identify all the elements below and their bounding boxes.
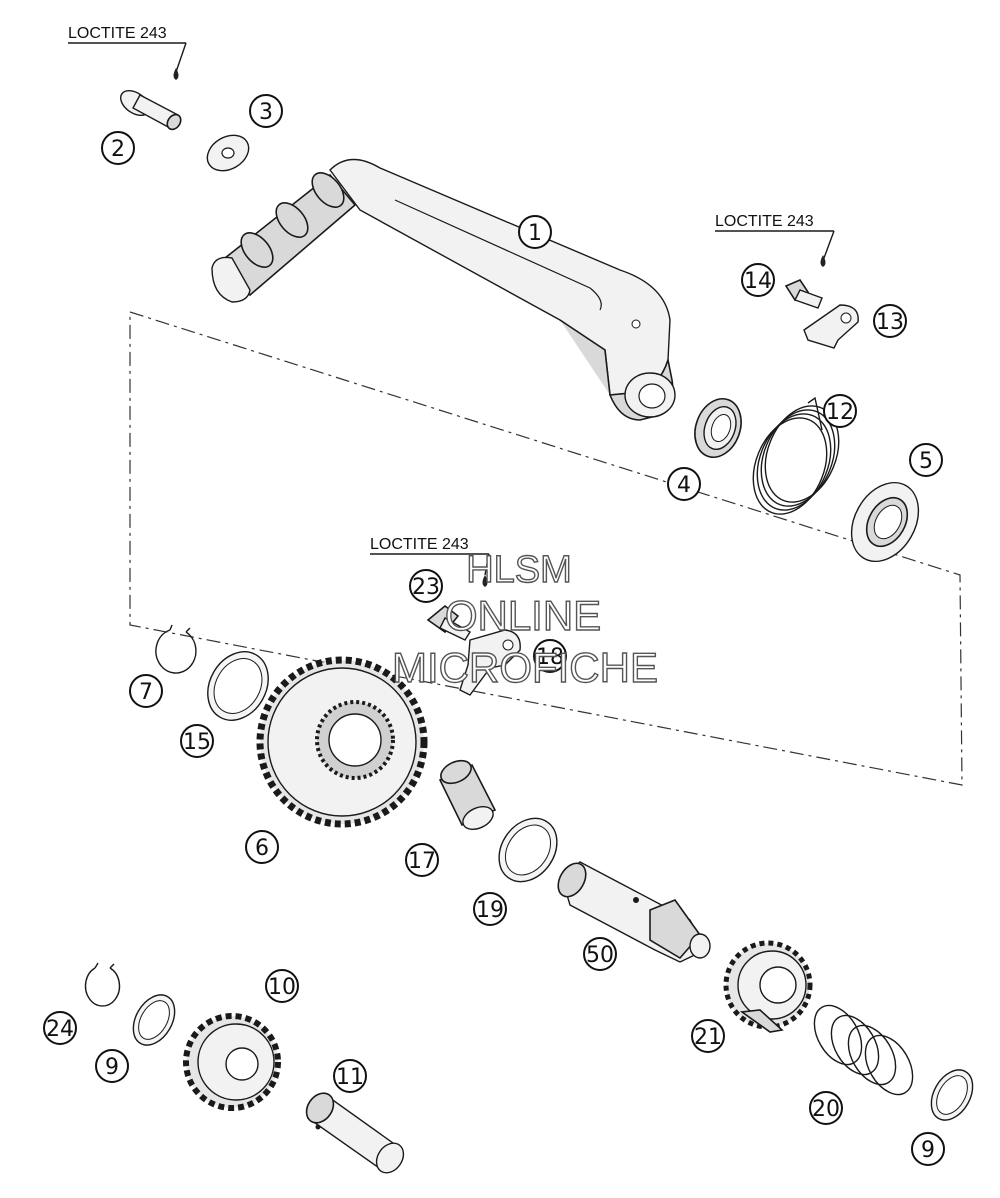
part-10-idler-gear xyxy=(183,1013,281,1111)
callout-9-right: 9 xyxy=(911,1132,945,1166)
svg-text:MICROFICHE: MICROFICHE xyxy=(392,644,658,691)
svg-text:13: 13 xyxy=(876,310,904,335)
part-4-seal xyxy=(694,398,742,458)
callout-24: 24 xyxy=(43,1011,77,1045)
svg-text:6: 6 xyxy=(255,836,269,861)
svg-text:24: 24 xyxy=(46,1017,74,1042)
part-19-shim xyxy=(498,817,558,883)
svg-text:HLSM: HLSM xyxy=(466,549,572,591)
part-11-shaft xyxy=(305,1092,405,1174)
svg-text:5: 5 xyxy=(919,449,933,474)
part-13-bracket xyxy=(803,304,859,349)
svg-text:3: 3 xyxy=(259,100,273,125)
callout-50: 50 xyxy=(583,937,617,971)
callout-17: 17 xyxy=(405,843,439,877)
part-2-pin xyxy=(119,89,182,131)
svg-text:2: 2 xyxy=(111,137,125,162)
svg-text:19: 19 xyxy=(476,898,504,923)
svg-text:LOCTITE 243: LOCTITE 243 xyxy=(68,25,167,42)
drop-icon xyxy=(173,68,179,80)
callout-12: 12 xyxy=(823,394,857,428)
callout-7: 7 xyxy=(129,674,163,708)
watermark: HLSM ONLINE MICROFICHE xyxy=(391,548,658,691)
svg-text:11: 11 xyxy=(336,1065,364,1090)
callout-15: 15 xyxy=(180,724,214,758)
callout-11: 11 xyxy=(333,1059,367,1093)
callout-1: 1 xyxy=(518,215,552,249)
drop-icon xyxy=(820,255,826,267)
callout-9-left: 9 xyxy=(95,1049,129,1083)
svg-text:17: 17 xyxy=(408,849,436,874)
svg-text:50: 50 xyxy=(586,943,614,968)
part-14-bolt xyxy=(784,279,823,309)
part-12-spring xyxy=(752,396,840,515)
part-6-kick-gear xyxy=(256,656,428,828)
part-9-shim-right xyxy=(930,1069,974,1121)
callout-23: 23 xyxy=(409,569,443,603)
part-50-kick-shaft xyxy=(557,861,711,963)
callout-19: 19 xyxy=(473,892,507,926)
part-23-bolt xyxy=(426,604,471,641)
callout-18: 18 xyxy=(533,639,567,673)
part-7-circlip xyxy=(155,624,197,674)
callout-21: 21 xyxy=(691,1019,725,1053)
svg-text:10: 10 xyxy=(268,975,296,1000)
callout-14: 14 xyxy=(741,263,775,297)
part-9-shim-left xyxy=(132,994,176,1046)
drop-icon xyxy=(482,575,488,587)
loctite-note-right: LOCTITE 243 xyxy=(715,213,835,267)
callout-10: 10 xyxy=(265,969,299,1003)
svg-text:7: 7 xyxy=(139,680,153,705)
svg-text:15: 15 xyxy=(183,730,211,755)
svg-text:18: 18 xyxy=(536,645,564,670)
svg-text:20: 20 xyxy=(812,1097,840,1122)
callout-5: 5 xyxy=(909,443,943,477)
callout-3: 3 xyxy=(249,94,283,128)
part-18-ratchet xyxy=(459,629,521,696)
part-1-kick-lever xyxy=(211,158,676,421)
svg-text:14: 14 xyxy=(744,269,772,294)
callout-6: 6 xyxy=(245,830,279,864)
loctite-note-top-left: LOCTITE 243 xyxy=(68,25,187,80)
part-20-coil-spring xyxy=(813,1004,914,1096)
svg-text:9: 9 xyxy=(921,1138,935,1163)
part-24-circlip xyxy=(84,962,121,1007)
part-3-washer xyxy=(206,134,250,172)
callout-2: 2 xyxy=(101,131,135,165)
svg-text:1: 1 xyxy=(528,221,542,246)
part-15-shim xyxy=(207,651,269,721)
loctite-note-center: LOCTITE 243 xyxy=(370,536,490,587)
part-21-ratchet-gear xyxy=(723,940,813,1033)
part-17-needle-bearing xyxy=(438,759,497,831)
callout-13: 13 xyxy=(873,304,907,338)
svg-text:9: 9 xyxy=(105,1055,119,1080)
svg-text:4: 4 xyxy=(677,473,691,498)
svg-text:LOCTITE 243: LOCTITE 243 xyxy=(715,213,814,230)
svg-text:21: 21 xyxy=(694,1025,722,1050)
svg-text:LOCTITE 243: LOCTITE 243 xyxy=(370,536,469,553)
callout-20: 20 xyxy=(809,1091,843,1125)
svg-text:ONLINE: ONLINE xyxy=(445,592,601,639)
part-5-washer xyxy=(850,481,920,563)
callout-4: 4 xyxy=(667,467,701,501)
svg-text:12: 12 xyxy=(826,400,854,425)
svg-text:23: 23 xyxy=(412,575,440,600)
